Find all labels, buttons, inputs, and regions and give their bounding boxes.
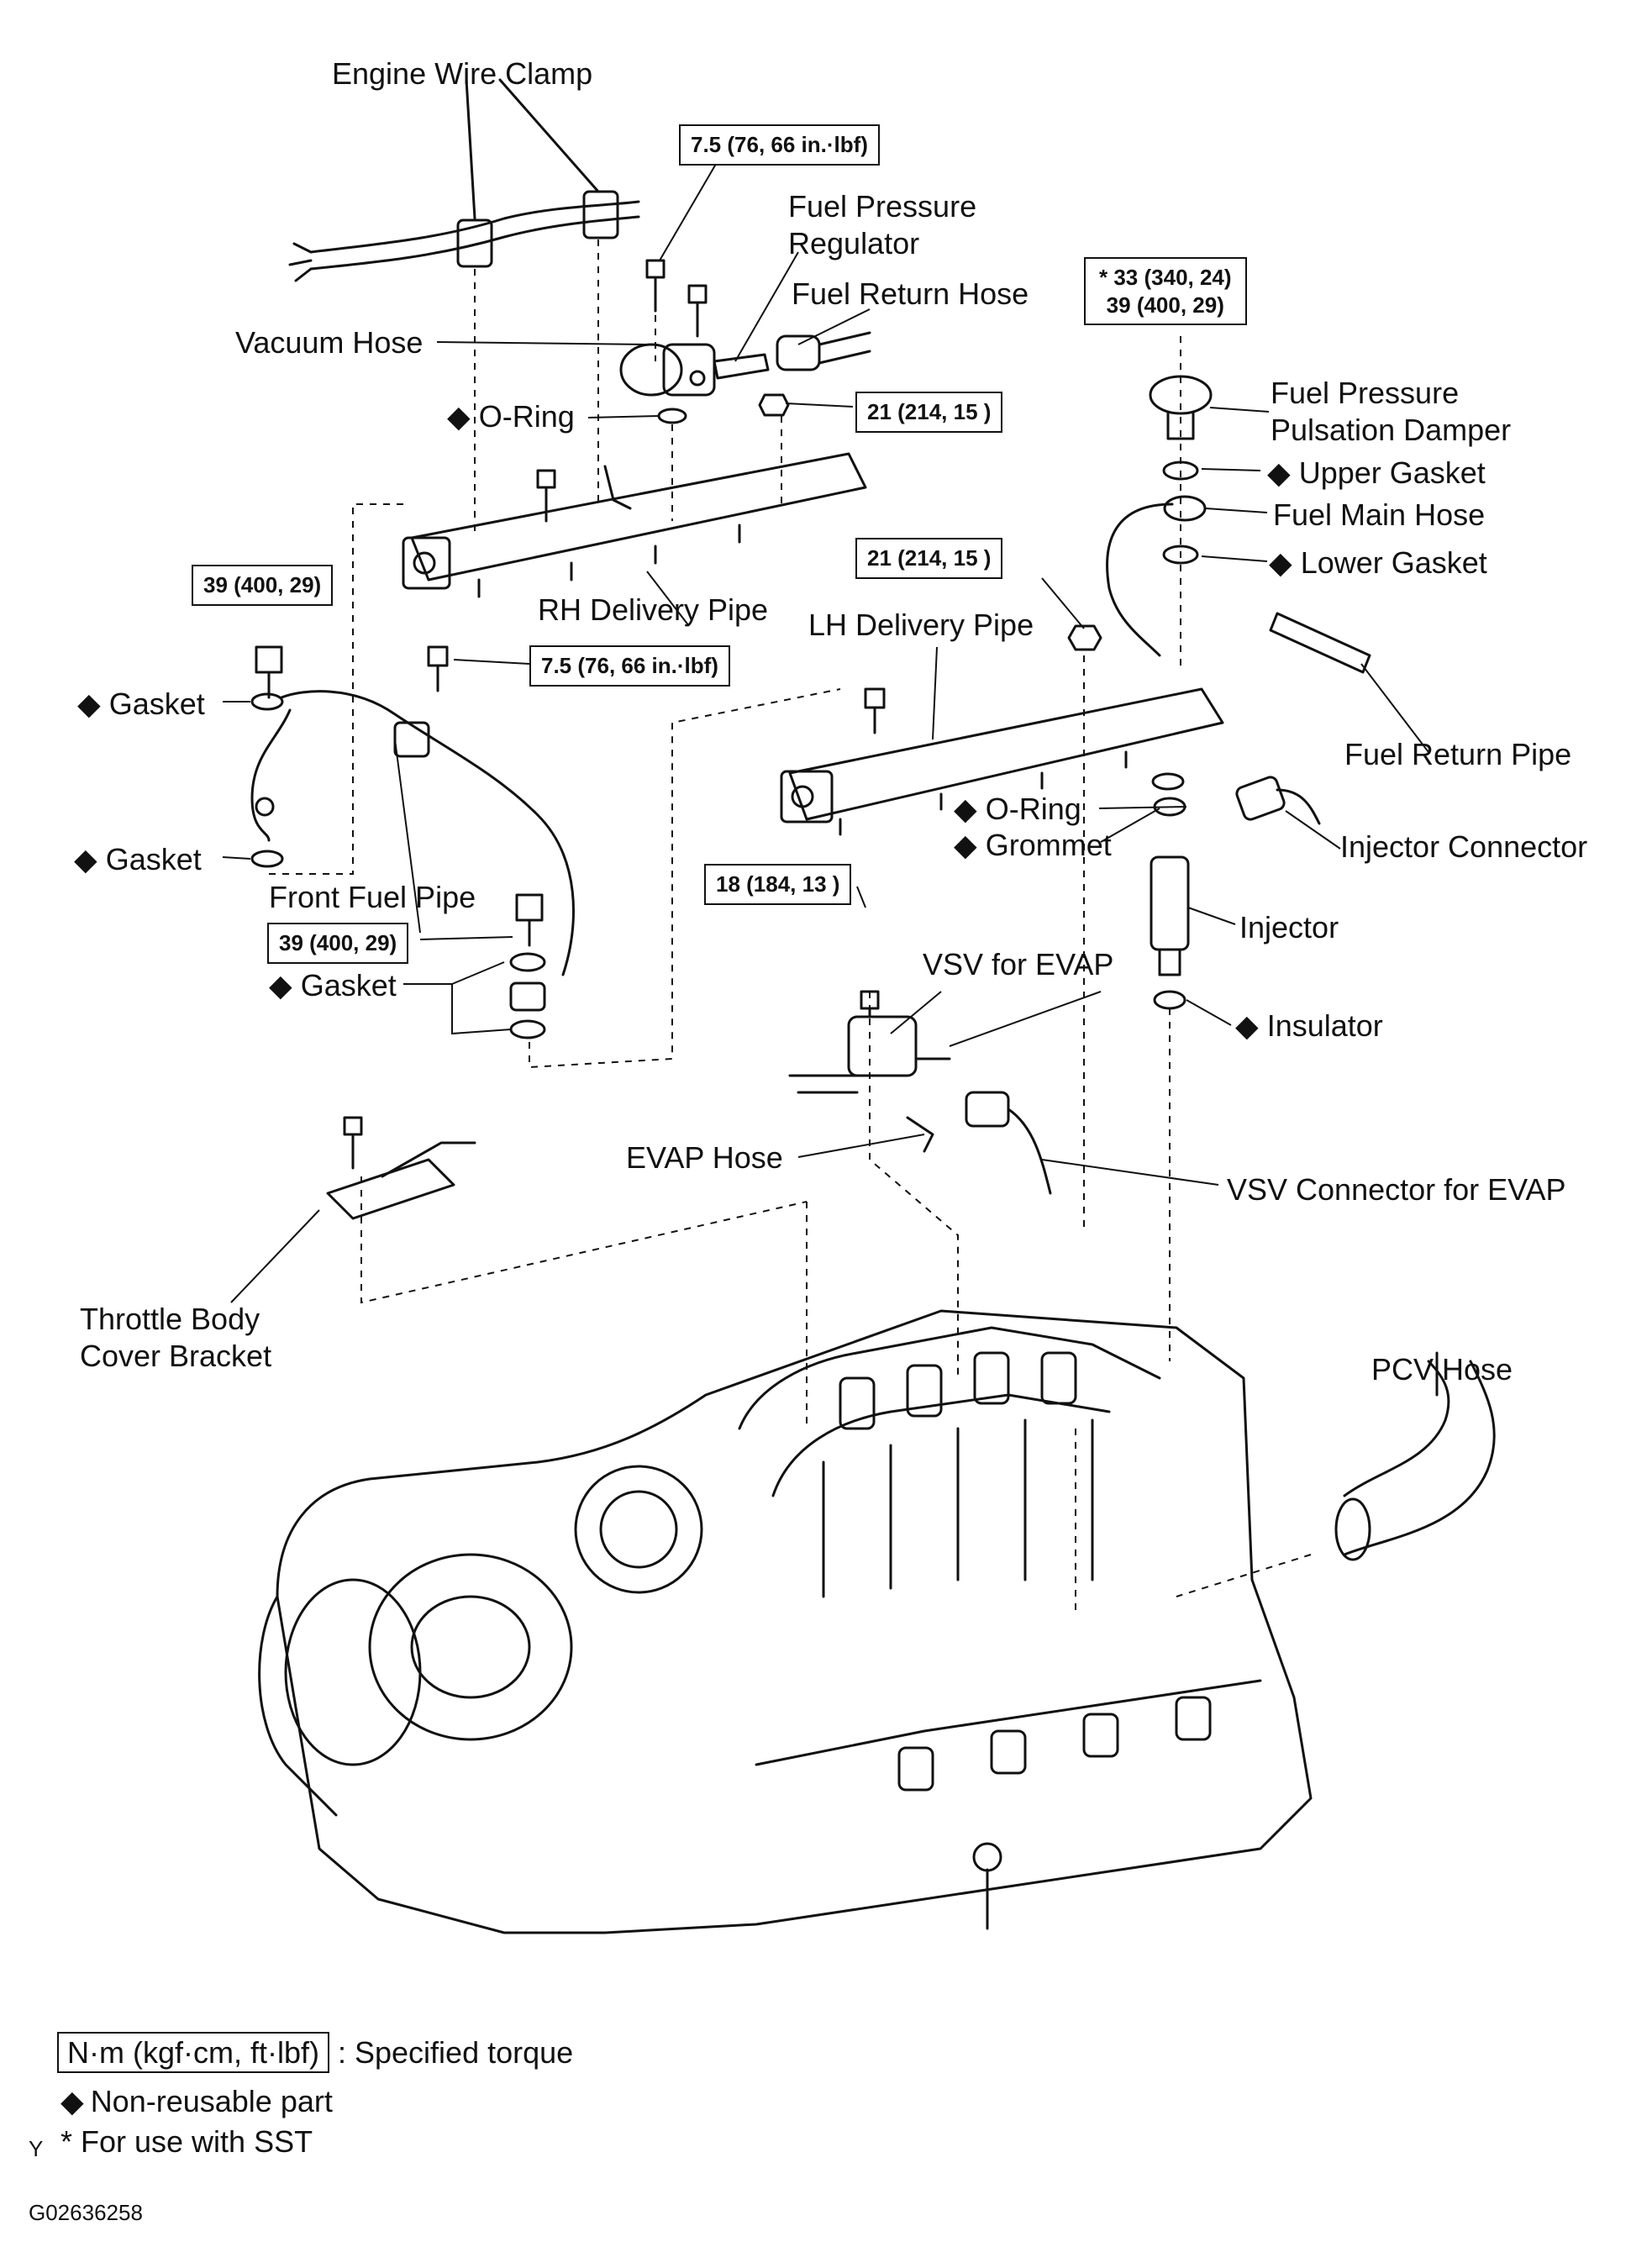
label-lower-gasket: ◆ Lower Gasket (1269, 548, 1487, 578)
label-front-fuel-pipe: Front Fuel Pipe (269, 880, 476, 914)
label-vsv-for-evap: VSV for EVAP (923, 947, 1114, 981)
label-fuel-pressure-pulsation-damper-line1: Fuel Pressure (1271, 376, 1460, 410)
lh-delivery-pipe-icon (780, 624, 1224, 836)
non-reusable-diamond-icon: ◆ (1269, 545, 1292, 580)
label-fuel-pressure-regulator-line1: Fuel Pressure (788, 189, 977, 224)
engine-wire-clamp-left-icon (456, 218, 493, 268)
label-gasket-3: ◆ Gasket (269, 971, 397, 1001)
engine-block-outline (258, 1309, 1313, 1934)
throttle-body-cover-bracket-icon (326, 1116, 476, 1220)
label-grommet-text: Grommet (985, 828, 1112, 862)
rh-delivery-pipe-icon (402, 452, 867, 598)
torque-box-4: 39 (400, 29) (192, 565, 334, 606)
label-engine-wire-clamp: Engine Wire Clamp (332, 56, 593, 91)
legend-non-reusable-text: Non-reusable part (90, 2084, 333, 2118)
label-gasket-1: ◆ Gasket (77, 689, 205, 719)
non-reusable-diamond-icon: ◆ (447, 399, 471, 434)
non-reusable-diamond-icon: ◆ (74, 842, 97, 876)
label-upper-gasket-text: Upper Gasket (1298, 455, 1486, 490)
vsv-for-evap-icon (788, 990, 951, 1094)
non-reusable-diamond-icon: ◆ (954, 792, 977, 826)
pcv-hose-icon (1334, 1360, 1496, 1561)
label-insulator: ◆ Insulator (1235, 1011, 1383, 1041)
label-fuel-pressure-pulsation-damper-line2: Pulsation Damper (1271, 413, 1512, 447)
fuel-pressure-regulator-icon (619, 343, 770, 397)
label-fuel-main-hose: Fuel Main Hose (1273, 497, 1486, 532)
bolt-icon (645, 259, 790, 417)
torque-box-1: 7.5 (76, 66 in.·lbf) (679, 124, 880, 166)
label-fuel-return-pipe: Fuel Return Pipe (1344, 737, 1572, 771)
label-o-ring-top: ◆ O-Ring (447, 402, 575, 432)
legend-torque-text: : Specified torque (337, 2035, 574, 2070)
label-pcv-hose: PCV Hose (1371, 1352, 1513, 1387)
label-gasket-2-text: Gasket (105, 842, 202, 876)
fuel-return-pipe-icon (1269, 612, 1371, 674)
legend-torque-sample: N·m (kgf·cm, ft·lbf) (57, 2032, 329, 2073)
label-vsv-connector-for-evap: VSV Connector for EVAP (1227, 1172, 1566, 1207)
non-reusable-diamond-icon: ◆ (954, 828, 977, 862)
non-reusable-diamond-icon: ◆ (61, 2084, 84, 2118)
engine-wire-harness (288, 190, 640, 282)
fuel-return-hose-icon (776, 331, 871, 371)
torque-box-3-line1: * 33 (340, 24) (1099, 265, 1232, 290)
label-fuel-pressure-regulator-line2: Regulator (788, 226, 920, 260)
label-o-ring-top-text: O-Ring (478, 399, 575, 434)
non-reusable-diamond-icon: ◆ (77, 687, 101, 721)
label-gasket-2: ◆ Gasket (74, 845, 202, 875)
label-fuel-return-hose: Fuel Return Hose (792, 276, 1029, 311)
torque-box-7: 18 (184, 13 ) (704, 864, 852, 905)
engine-wire-clamp-right-icon (582, 190, 619, 239)
label-lh-delivery-pipe: LH Delivery Pipe (808, 608, 1034, 642)
figure-code: G02636258 (29, 2200, 143, 2225)
legend-corner-mark: Y (29, 2136, 44, 2161)
label-injector: Injector (1239, 910, 1339, 945)
label-gasket-1-text: Gasket (108, 687, 205, 721)
label-upper-gasket: ◆ Upper Gasket (1267, 458, 1486, 488)
vsv-connector-icon (965, 1091, 1052, 1195)
non-reusable-diamond-icon: ◆ (269, 968, 292, 1002)
legend-sst: * For use with SST (61, 2124, 313, 2160)
torque-box-5: 7.5 (76, 66 in.·lbf) (529, 645, 730, 687)
legend-non-reusable: ◆Non-reusable part (61, 2084, 333, 2119)
torque-box-6: 21 (214, 15 ) (855, 538, 1003, 579)
fuel-main-hose-icon (1106, 495, 1207, 657)
torque-box-2: 21 (214, 15 ) (855, 392, 1003, 433)
label-evap-hose: EVAP Hose (626, 1140, 783, 1175)
torque-box-8: 39 (400, 29) (267, 923, 409, 964)
label-o-ring-mid-text: O-Ring (985, 792, 1081, 826)
torque-box-3-line2: 39 (400, 29) (1106, 292, 1224, 318)
label-lower-gasket-text: Lower Gasket (1300, 545, 1487, 580)
label-throttle-body-cover-bracket-line2: Cover Bracket (80, 1339, 272, 1373)
label-o-ring-mid: ◆ O-Ring (954, 794, 1081, 824)
label-grommet: ◆ Grommet (954, 830, 1112, 860)
injector-connector-icon (1235, 776, 1321, 825)
legend-torque: N·m (kgf·cm, ft·lbf): Specified torque (57, 2032, 574, 2073)
label-throttle-body-cover-bracket-line1: Throttle Body (80, 1302, 260, 1336)
label-injector-connector: Injector Connector (1340, 829, 1588, 864)
torque-box-3: * 33 (340, 24) 39 (400, 29) (1084, 257, 1247, 325)
label-vacuum-hose: Vacuum Hose (235, 325, 424, 360)
non-reusable-diamond-icon: ◆ (1235, 1008, 1259, 1043)
label-rh-delivery-pipe: RH Delivery Pipe (538, 592, 769, 627)
label-gasket-3-text: Gasket (300, 968, 397, 1002)
non-reusable-diamond-icon: ◆ (1267, 455, 1291, 490)
legend-sst-text: * For use with SST (61, 2124, 313, 2159)
label-insulator-text: Insulator (1266, 1008, 1383, 1043)
evap-hose-icon (906, 1116, 934, 1153)
